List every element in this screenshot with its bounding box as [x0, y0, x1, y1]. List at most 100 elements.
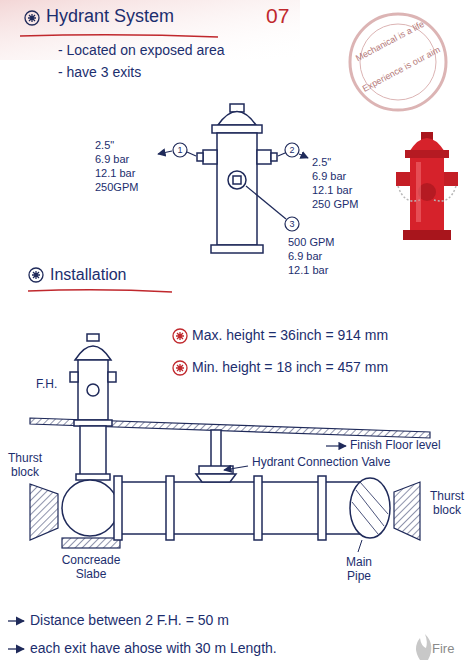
hydrant-photo — [396, 132, 458, 240]
hydrant-sketch — [233, 176, 241, 184]
hydrant-sketch — [212, 125, 262, 133]
pressure-rating: 12.1 bar — [288, 264, 328, 277]
star-bullet-red — [173, 361, 187, 375]
installed-hydrant — [80, 426, 106, 478]
main-pipe — [114, 476, 122, 540]
main-pipe — [118, 482, 370, 534]
main-pipe — [318, 476, 326, 540]
callout-leader — [278, 153, 285, 156]
thrust-block — [30, 484, 58, 540]
star-bullet-red — [176, 364, 184, 372]
flow-rate: 250GPM — [95, 181, 138, 194]
connection-valve — [211, 430, 221, 470]
thrust-block — [394, 482, 420, 540]
installed-hydrant — [62, 334, 118, 536]
connection-valve — [196, 474, 236, 482]
hydrant-photo — [403, 230, 451, 240]
part-label: Thurst block — [424, 490, 470, 518]
star-bullet — [25, 11, 39, 25]
valve-leader — [224, 466, 248, 470]
pipe-leader — [358, 540, 362, 552]
outlet-size: 2.5" — [95, 139, 114, 152]
note-line: each exit have ahose with 30 m Length. — [30, 640, 277, 656]
note-line: - have 3 exits — [58, 64, 141, 80]
paper-smear — [0, 0, 300, 60]
hydrant-sketch — [257, 150, 271, 164]
callout-number: 1 — [177, 145, 182, 155]
installed-hydrant — [75, 346, 111, 360]
callout-leader — [285, 217, 299, 231]
part-label: F.H. — [36, 378, 57, 392]
connection-valve — [196, 430, 236, 482]
hydrant-sketch — [217, 133, 257, 245]
height-note: Max. height = 36inch = 914 mm — [192, 327, 388, 343]
hydrant-photo — [444, 172, 458, 186]
star-bullet — [32, 271, 40, 279]
part-label: Thurst block — [2, 452, 48, 480]
star-bullet — [28, 14, 36, 22]
hydrant-photo — [410, 158, 444, 230]
installed-hydrant — [87, 334, 99, 341]
main-pipe — [114, 476, 390, 540]
callout-number: 2 — [289, 145, 294, 155]
pressure-rating: 12.1 bar — [95, 167, 135, 180]
heading-underline — [28, 290, 172, 292]
callout-leader — [299, 154, 308, 158]
hydrant-photo — [409, 138, 445, 152]
note-line: - Located on exposed area — [58, 42, 225, 58]
note-arrow — [8, 621, 24, 649]
hydrant-sketch — [211, 245, 263, 253]
pressure-rating: 6.9 bar — [95, 153, 129, 166]
watermark-seal — [350, 14, 446, 110]
hydrant-sketch — [197, 104, 277, 253]
main-pipe — [254, 476, 262, 540]
star-bullet-red — [173, 329, 187, 343]
callout-leader — [246, 186, 286, 219]
installed-hydrant — [78, 360, 108, 420]
page-number: 07 — [266, 4, 289, 28]
hydrant-photo — [396, 172, 410, 186]
hydrant-photo — [405, 150, 449, 158]
watermark-text: Fire — [432, 642, 454, 657]
hydrant-sketch — [203, 150, 217, 164]
page-title: Hydrant System — [46, 6, 174, 27]
pressure-rating: 6.9 bar — [312, 170, 346, 183]
star-bullet — [29, 268, 43, 282]
star-bullet — [25, 11, 43, 282]
section-heading: Installation — [50, 266, 127, 284]
part-label: Finish Floor level — [350, 439, 441, 453]
note-arrow — [8, 648, 24, 649]
callout-leader — [173, 143, 187, 157]
installed-hydrant — [87, 384, 99, 396]
installed-hydrant — [76, 474, 110, 480]
hydrant-sketch — [228, 171, 246, 189]
star-bullet-red — [176, 332, 184, 340]
pressure-rating: 12.1 bar — [312, 184, 352, 197]
installed-hydrant — [108, 372, 116, 382]
flow-rate: 500 GPM — [288, 236, 334, 249]
part-label: Hydrant Connection Valve — [252, 456, 391, 470]
flow-rate: 250 GPM — [312, 198, 358, 211]
fire-logo — [416, 634, 431, 660]
note-line: Distance between 2 F.H. = 50 m — [30, 612, 229, 628]
connection-valve — [199, 466, 233, 474]
concrete-slab — [62, 538, 120, 548]
callout-leader — [158, 151, 172, 154]
hydrant-sketch — [271, 153, 277, 161]
installed-hydrant — [70, 372, 78, 382]
pressure-rating: 6.9 bar — [288, 250, 322, 263]
watermark-seal — [350, 14, 446, 110]
height-note: Min. height = 18 inch = 457 mm — [192, 359, 388, 375]
callout-leader — [285, 143, 299, 157]
part-label: Concreade Slabe — [48, 554, 134, 582]
note-arrow — [8, 620, 24, 621]
main-pipe — [350, 478, 390, 538]
callout-leader — [187, 152, 196, 156]
hydrant-photo — [416, 162, 421, 222]
callout-leader — [158, 143, 308, 231]
main-pipe — [352, 482, 388, 534]
star-bullet-red — [173, 329, 187, 375]
callout-number: 3 — [289, 219, 294, 229]
outlet-size: 2.5" — [312, 156, 331, 169]
